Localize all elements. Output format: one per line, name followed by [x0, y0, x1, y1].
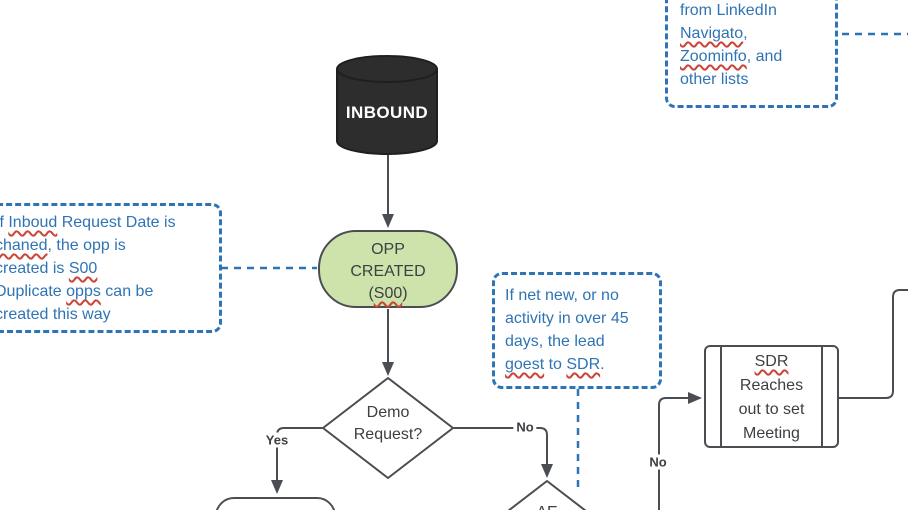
sdr-line-2: Reaches: [739, 377, 804, 394]
note-line: created this way: [0, 306, 111, 323]
note-line: Zoominfo, and: [680, 48, 783, 65]
opp-line-3: (S00): [368, 285, 408, 302]
inbound-datastore-shape[interactable]: [336, 55, 438, 155]
misspelled-word: opps: [66, 283, 101, 300]
note-line: If net new, or no: [505, 287, 619, 304]
opp-created-node[interactable]: OPP CREATED (S00): [318, 230, 458, 308]
misspelled-word: SDR: [566, 356, 601, 373]
yes-target-terminator-shape[interactable]: [215, 497, 336, 510]
edge-label-no-demo: No: [513, 419, 537, 435]
ae-decision-shape[interactable]: [482, 480, 612, 510]
opp-line-2: CREATED: [350, 263, 426, 280]
note-line: days, the lead: [505, 333, 605, 350]
process-bar-right: [821, 347, 823, 446]
note-line: other lists: [680, 71, 749, 88]
misspelled-word: goest: [505, 356, 545, 373]
misspelled-word: S00: [68, 260, 98, 277]
edge-label-yes: Yes: [262, 432, 292, 448]
sdr-meeting-label: SDR Reaches out to set Meeting: [706, 347, 837, 446]
demo-request-decision-shape[interactable]: [322, 377, 454, 479]
inbound-label: INBOUND: [345, 103, 429, 122]
demo-request-label: Demo Request?: [353, 404, 423, 443]
note-line: Navigato,: [680, 25, 748, 42]
note-line: chaned, the opp is: [0, 234, 211, 257]
sdr-meeting-node[interactable]: SDR Reaches out to set Meeting: [704, 345, 839, 448]
sdr-line-4: Meeting: [743, 425, 800, 442]
note-line: created is S00: [0, 260, 98, 277]
misspelled-word: Inboud: [8, 214, 58, 231]
misspelled-word: SDR: [754, 353, 789, 370]
note-line: goest to SDR.: [505, 356, 605, 373]
note-lead-sources[interactable]: from LinkedIn Navigato, Zoominfo, and ot…: [665, 0, 838, 108]
misspelled-word: Navigato: [680, 25, 744, 42]
sdr-line-3: out to set: [738, 401, 805, 418]
connector-demo-no-to-ae[interactable]: [453, 427, 553, 478]
note-line: activity in over 45: [505, 310, 629, 327]
edge-label-no-right: No: [646, 454, 670, 470]
note-inbound-request-date[interactable]: If Inboud Request Date is chaned, the op…: [0, 203, 222, 333]
misspelled-word: Zoominfo: [680, 48, 747, 65]
misspelled-word: chaned: [0, 237, 48, 254]
note-line: from LinkedIn: [680, 2, 777, 19]
ae-label: AE: [517, 502, 577, 510]
opp-line-1: OPP: [371, 241, 405, 258]
note-net-new-sdr[interactable]: If net new, or no activity in over 45 da…: [492, 272, 662, 389]
connector-no-to-sdr[interactable]: [658, 392, 702, 510]
process-bar-left: [720, 347, 722, 446]
note-line: If Inboud Request Date is: [0, 214, 176, 231]
note-line: Duplicate opps can be: [0, 283, 154, 300]
connector-sdr-out-right[interactable]: [839, 289, 908, 399]
misspelled-word: S00: [373, 285, 403, 302]
opp-created-label: OPP CREATED (S00): [320, 232, 456, 305]
sdr-line-1: SDR: [706, 350, 837, 374]
